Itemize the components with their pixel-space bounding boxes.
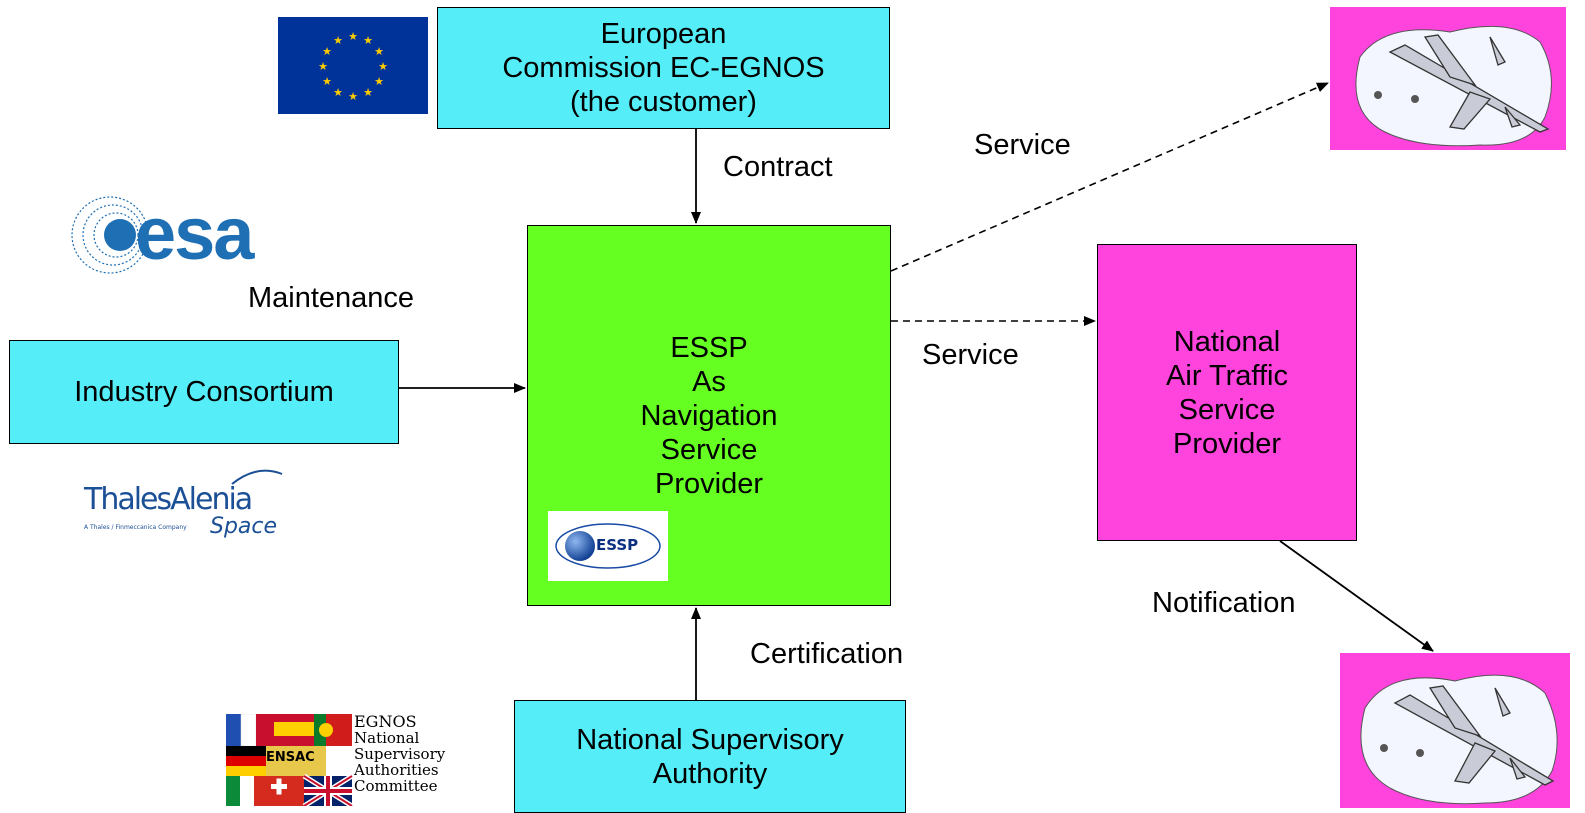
ansp-line-3: Service — [1178, 394, 1276, 426]
svg-text:★: ★ — [333, 86, 343, 99]
svg-text:★: ★ — [374, 45, 384, 58]
ansp-line-4: Provider — [1173, 428, 1281, 460]
essp-line-3: Navigation — [640, 400, 778, 432]
essp-logo-text: ESSP — [596, 536, 639, 554]
ec-line-3: (the customer) — [570, 86, 757, 118]
thales-logo-tagline: A Thales / Finmeccanica Company — [84, 524, 187, 531]
essp-logo-icon: ESSP — [548, 511, 668, 581]
svg-text:★: ★ — [333, 34, 343, 47]
airplane-icon — [1330, 7, 1566, 150]
thales-logo-line-2: Space — [210, 514, 278, 539]
notification-arrow — [1279, 540, 1434, 652]
svg-text:★: ★ — [322, 75, 332, 88]
national-supervisory-authority-box: National Supervisory Authority — [514, 700, 906, 813]
ensac-logo-label: ENSAC — [266, 750, 315, 765]
essp-line-5: Provider — [655, 468, 763, 500]
svg-text:★: ★ — [318, 60, 328, 73]
nsa-line-1: National Supervisory — [576, 723, 844, 756]
industry-line-1: Industry Consortium — [74, 376, 334, 408]
svg-text:★: ★ — [322, 45, 332, 58]
ensac-text-line-3: Supervisory — [354, 745, 446, 763]
nsa-line-2: Authority — [652, 757, 768, 790]
svg-text:★: ★ — [348, 30, 358, 43]
ensac-text-line-4: Authorities — [354, 761, 439, 779]
svg-text:★: ★ — [374, 75, 384, 88]
airplane-icon — [1340, 653, 1570, 808]
service-to-aircraft-arrow — [890, 82, 1329, 272]
ensac-text-line-2: National — [354, 729, 420, 747]
ansp-line-2: Air Traffic — [1166, 360, 1288, 392]
esa-logo-text: esa — [135, 192, 254, 275]
ansp-line-1: National — [1173, 326, 1281, 358]
ansp-box: National Air Traffic Service Provider — [1097, 244, 1357, 541]
ensac-text-line-5: Committee — [354, 777, 438, 795]
notification-label: Notification — [1152, 587, 1296, 619]
ec-line-1: European — [600, 18, 727, 50]
svg-text:★: ★ — [363, 34, 373, 47]
industry-consortium-box: Industry Consortium — [9, 340, 399, 444]
certification-label: Certification — [750, 638, 904, 670]
essp-line-4: Service — [660, 434, 758, 466]
svg-text:★: ★ — [378, 60, 388, 73]
service-top-label: Service — [974, 129, 1071, 161]
contract-label: Contract — [723, 151, 833, 183]
ec-line-2: Commission EC-EGNOS — [502, 52, 825, 84]
eu-flag-icon: ★★★ ★★★ ★★★ ★★★ — [278, 17, 428, 114]
essp-line-1: ESSP — [670, 332, 748, 364]
ensac-logo-icon: ENSAC EGNOS National Supervisory Authori… — [226, 714, 466, 806]
maintenance-label: Maintenance — [248, 282, 415, 314]
essp-line-2: As — [692, 366, 726, 398]
ensac-logo-text: EGNOS National Supervisory Authorities C… — [354, 712, 446, 795]
esa-logo-icon: esa — [55, 185, 305, 285]
svg-text:★: ★ — [363, 86, 373, 99]
service-mid-label: Service — [922, 339, 1019, 371]
svg-text:★: ★ — [348, 90, 358, 103]
european-commission-box: European Commission EC-EGNOS (the custom… — [437, 7, 890, 129]
thales-alenia-logo-icon: ThalesAlenia A Thales / Finmeccanica Com… — [82, 462, 287, 544]
thales-logo-line-1: ThalesAlenia — [84, 482, 253, 517]
ensac-text-line-1: EGNOS — [354, 712, 417, 731]
